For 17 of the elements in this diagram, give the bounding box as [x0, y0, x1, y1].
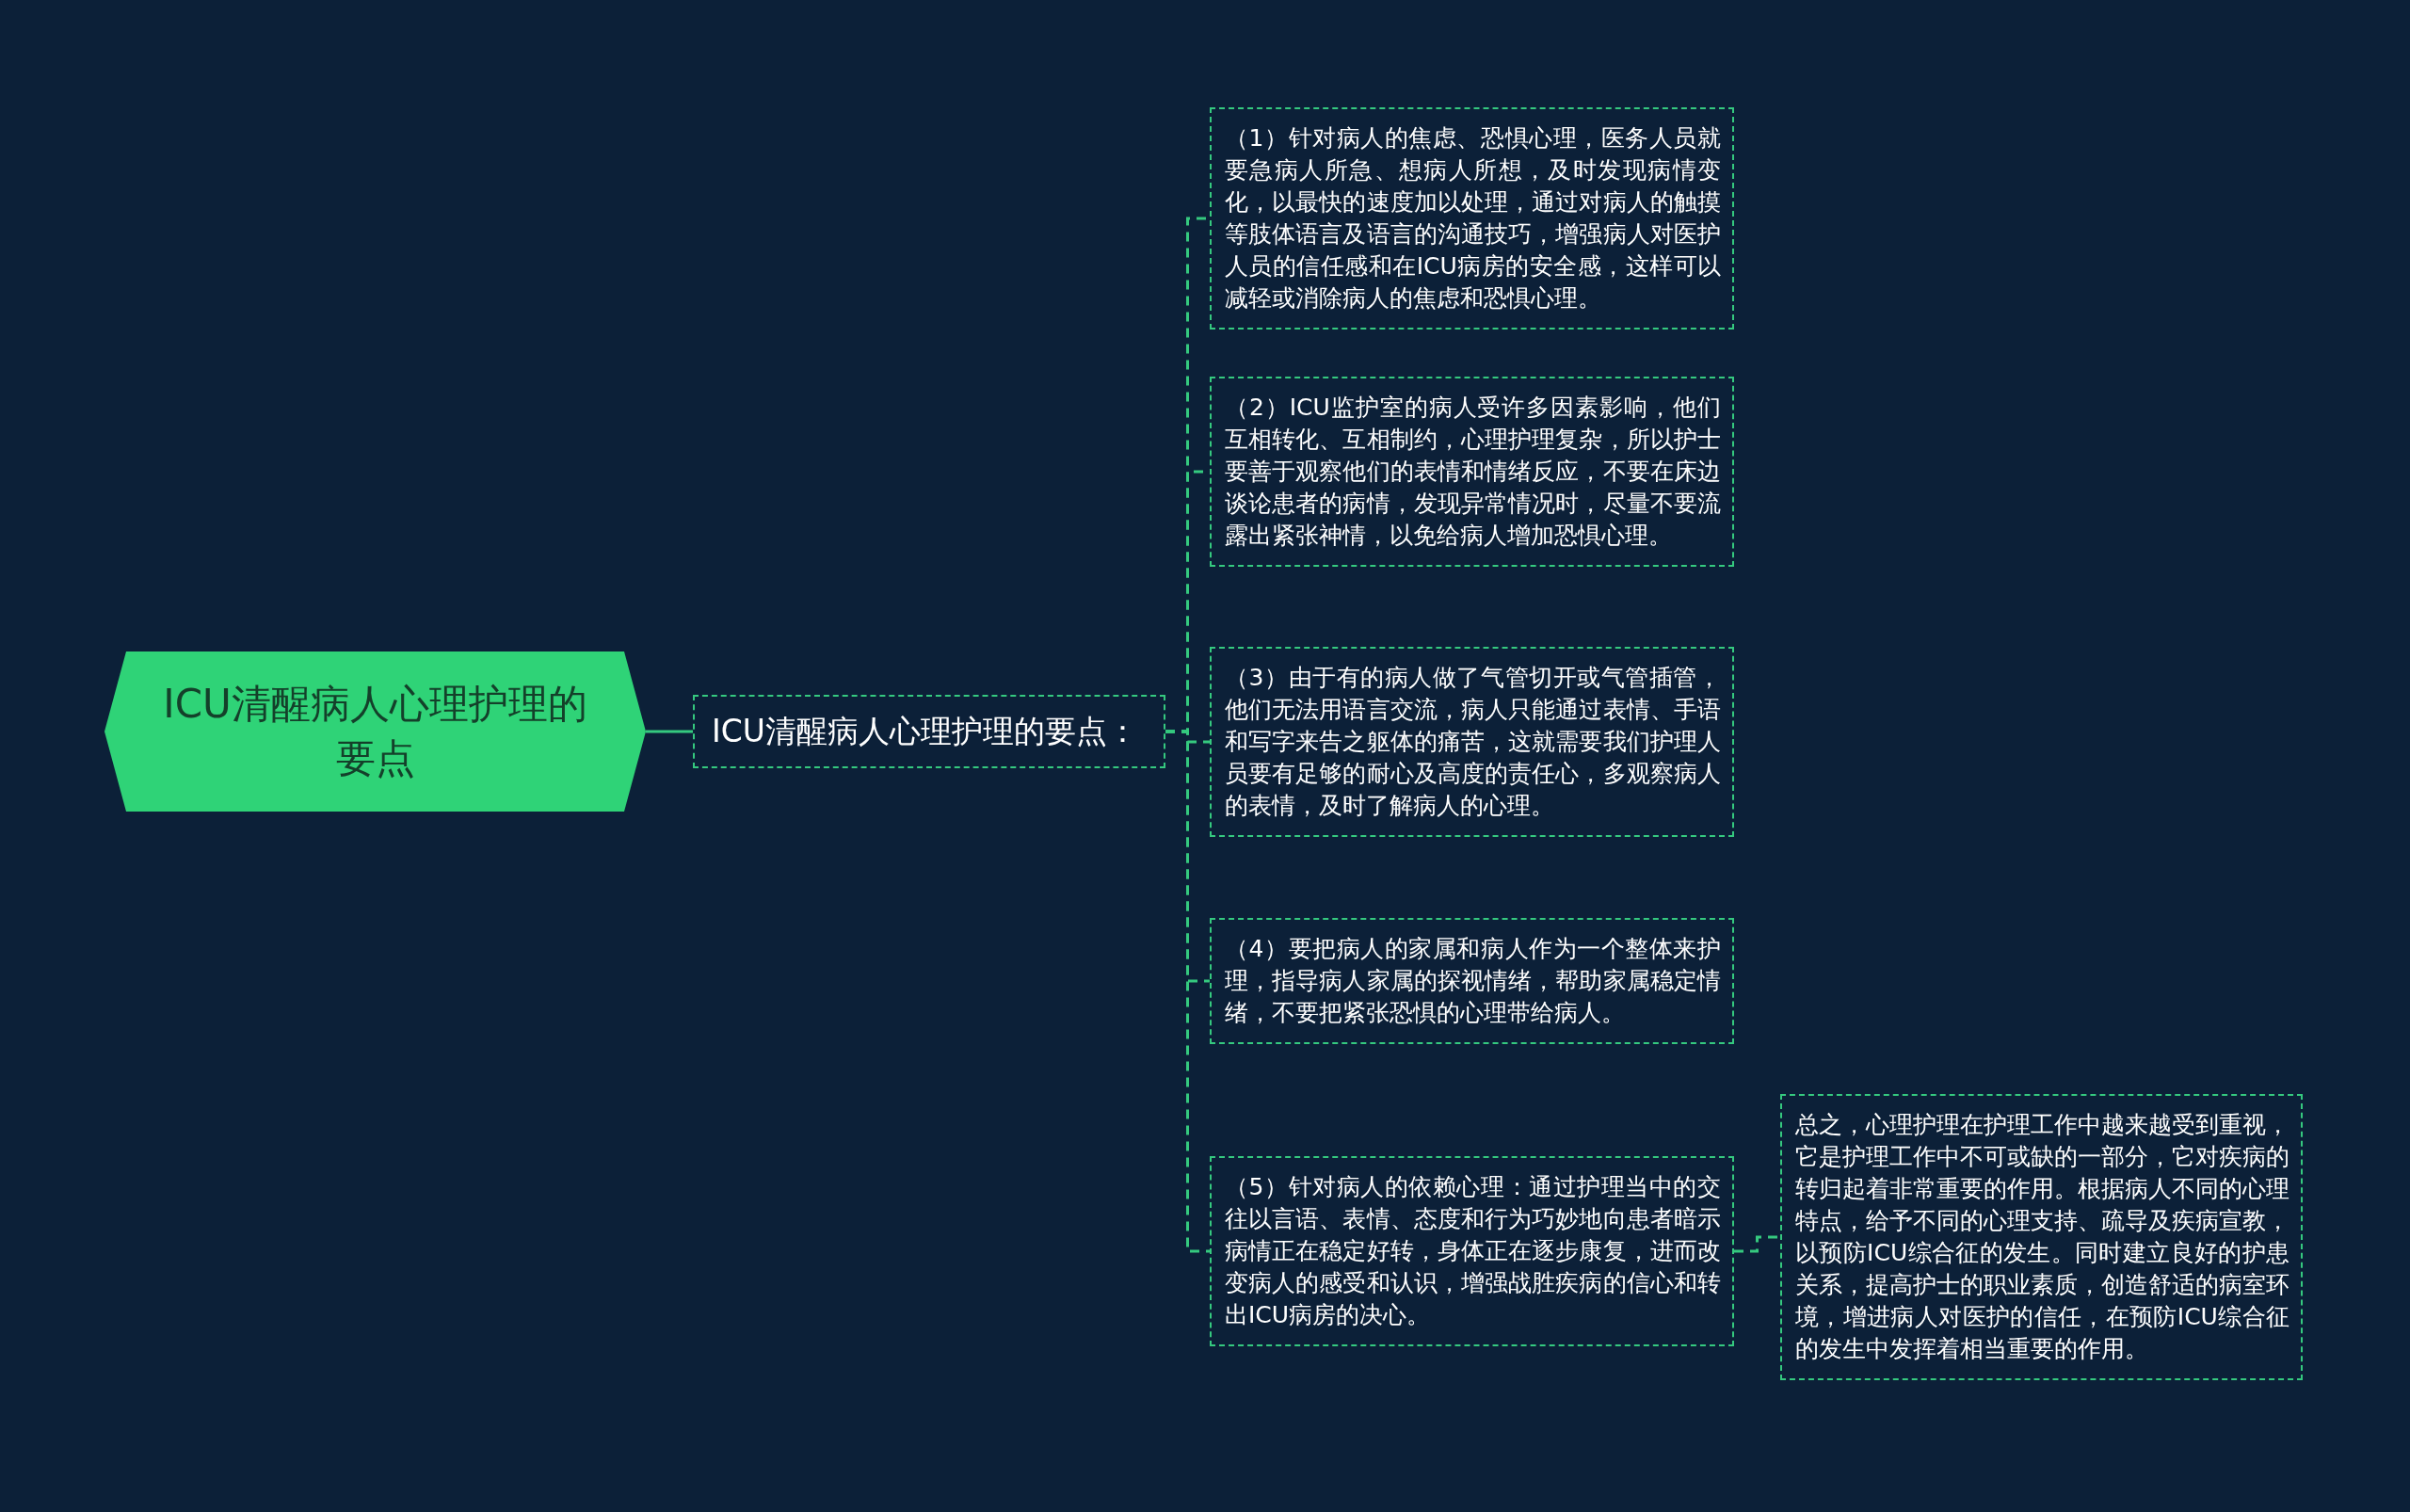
note-text: （5）针对病人的依赖心理：通过护理当中的交往以言语、表情、态度和行为巧妙地向患者暗示病情正在稳定好转，身体正在逐步康复，进而改变病人的感受和认识，增强战胜疾病的信心和转出ICU病房的决心。	[1225, 1172, 1721, 1330]
note-box	[1780, 1094, 2303, 1380]
note-box	[1210, 1156, 1734, 1346]
root-title: ICU清醒病人心理护理的要点	[162, 680, 588, 783]
note-text: （2）ICU监护室的病人受许多因素影响，他们互相转化、互相制约，心理护理复杂，所以护士要善于观察他们的表情和情绪反应，不要在床边谈论患者的病情，发现异常情况时，尽量不要流露出紧张神情，以免给病人增加恐惧心理。	[1225, 393, 1721, 551]
connector-line	[1734, 1235, 1780, 1253]
note-box	[1210, 107, 1734, 330]
note-box	[1210, 647, 1734, 837]
note-text: 总之，心理护理在护理工作中越来越受到重视，它是护理工作中不可或缺的一部分，它对疾病的转归起着非常重要的作用。根据病人不同的心理特点，给予不同的心理支持、疏导及疾病宣教，以预防ICU综合征的发生。同时建立良好的护患关系，提高护士的职业素质，创造舒适的病室环境，增进病人对医护的信任，在预防ICU综合征的发生中发挥着相当重要的作用。	[1795, 1110, 2290, 1364]
topic-text: ICU清醒病人心理护理的要点：	[712, 712, 1138, 751]
topic-box	[693, 695, 1165, 768]
note-text: （1）针对病人的焦虑、恐惧心理，医务人员就要急病人所急、想病人所想，及时发现病情变化，以最快的速度加以处理，通过对病人的触摸等肢体语言及语言的沟通技巧，增强病人对医护人员的信任感和在ICU病房的安全感，这样可以减轻或消除病人的焦虑和恐惧心理。	[1225, 123, 1721, 314]
note-box	[1210, 918, 1734, 1044]
connector-line	[646, 730, 693, 733]
note-text: （3）由于有的病人做了气管切开或气管插管，他们无法用语言交流，病人只能通过表情、手语和写字来告之躯体的痛苦，这就需要我们护理人员要有足够的耐心及高度的责任心，多观察病人的表情，及时了解病人的心理。	[1225, 663, 1721, 821]
note-text: （4）要把病人的家属和病人作为一个整体来护理，指导病人家属的探视情绪，帮助家属稳定情绪，不要把紧张恐惧的心理带给病人。	[1225, 934, 1721, 1028]
note-box	[1210, 377, 1734, 567]
